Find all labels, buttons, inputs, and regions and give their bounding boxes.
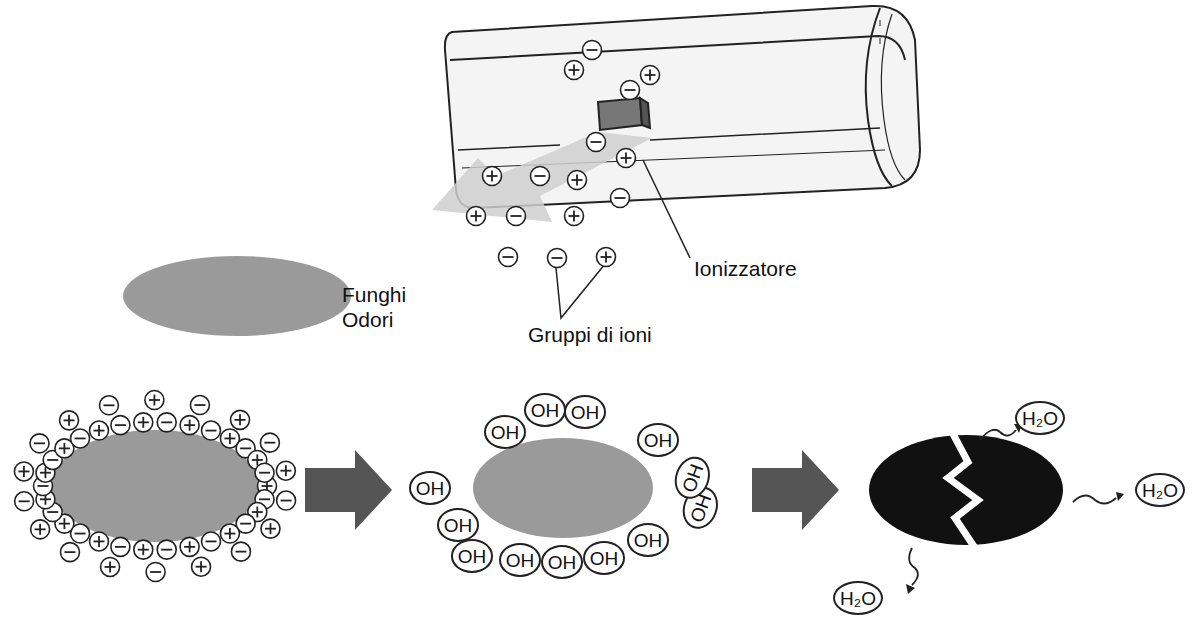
negative-ion <box>621 81 640 100</box>
positive-ion <box>467 207 486 226</box>
ion-stream <box>432 132 652 222</box>
positive-ion <box>101 557 120 576</box>
positive-ion <box>276 461 295 480</box>
water-text: H₂O <box>840 589 876 608</box>
hydroxyl-circle: OH <box>484 415 527 449</box>
negative-ion <box>71 429 90 448</box>
broken-fungus <box>869 432 1063 548</box>
part-label: Ionizzatore <box>694 256 797 281</box>
negative-ion <box>30 434 49 453</box>
negative-ion <box>111 416 130 435</box>
hydroxyl-text: OH <box>590 549 619 568</box>
negative-ion <box>507 207 526 226</box>
hydroxyl-circle: OH <box>451 539 494 573</box>
part-label: Funghi Odori <box>342 282 422 332</box>
negative-ion <box>60 543 79 562</box>
negative-ion <box>157 413 176 432</box>
hydroxyl-circle: OH <box>541 545 584 579</box>
positive-ion <box>192 557 211 576</box>
negative-ion <box>583 41 602 60</box>
hydroxyl-circle: OH <box>637 423 680 457</box>
process-arrow <box>752 450 839 530</box>
hydroxyl-circle: OH <box>437 508 480 542</box>
water-circle: H₂O <box>833 581 883 615</box>
positive-ion <box>483 167 502 186</box>
negative-ion <box>157 540 176 559</box>
positive-ion <box>180 537 199 556</box>
water-circle: H₂O <box>1135 473 1185 507</box>
ionizer <box>598 98 650 130</box>
negative-ion <box>15 492 34 511</box>
release-arrows <box>909 430 1116 585</box>
negative-ion <box>548 249 567 268</box>
negative-ion <box>611 189 630 208</box>
hydroxyl-text: OH <box>571 403 600 422</box>
part-label: Gruppi di ioni <box>528 322 652 347</box>
fungus-ellipse <box>123 256 351 336</box>
positive-ion <box>220 524 239 543</box>
process-arrow <box>305 450 392 530</box>
negative-ion <box>231 542 250 561</box>
positive-ion <box>261 519 280 538</box>
positive-ion <box>568 171 587 190</box>
water-text: H₂O <box>1142 481 1178 500</box>
negative-ion <box>202 421 221 440</box>
positive-ion <box>60 411 79 430</box>
positive-ion <box>231 410 250 429</box>
positive-ion <box>31 520 50 539</box>
hydroxyl-text: OH <box>506 551 535 570</box>
hydroxyl-circle: OH <box>583 541 626 575</box>
negative-ion <box>202 532 221 551</box>
negative-ion <box>146 562 165 581</box>
positive-ion <box>134 413 153 432</box>
positive-ion <box>565 207 584 226</box>
arrow-heads <box>906 424 1124 594</box>
hydroxyl-circle: OH <box>499 543 542 577</box>
positive-ion <box>597 248 616 267</box>
positive-ion <box>14 462 33 481</box>
hydroxyl-circle: OH <box>524 393 567 427</box>
ion-symbols <box>14 41 659 582</box>
negative-ion <box>99 396 118 415</box>
negative-ion <box>111 537 130 556</box>
positive-ion <box>617 149 636 168</box>
negative-ion <box>531 167 550 186</box>
hydroxyl-text: OH <box>634 531 663 550</box>
fungus-ellipse <box>473 438 653 538</box>
negative-ion <box>255 463 274 482</box>
positive-ion <box>641 66 660 85</box>
hydroxyl-circle: OH <box>564 395 607 429</box>
water-circle: H₂O <box>1015 401 1065 435</box>
hydroxyl-text: OH <box>644 431 673 450</box>
positive-ion <box>90 421 109 440</box>
negative-ion <box>190 396 209 415</box>
hydroxyl-text: OH <box>444 516 473 535</box>
negative-ion <box>277 491 296 510</box>
water-text: H₂O <box>1022 409 1058 428</box>
negative-ion <box>499 248 518 267</box>
hydroxyl-text: OH <box>548 553 577 572</box>
hydroxyl-circle: OH <box>627 523 670 557</box>
hydroxyl-text: OH <box>416 479 445 498</box>
positive-ion <box>134 540 153 559</box>
hydroxyl-text: OH <box>491 423 520 442</box>
hydroxyl-circle: OH <box>409 471 452 505</box>
hydroxyl-text: OH <box>678 461 706 494</box>
positive-ion <box>90 532 109 551</box>
negative-ion <box>260 433 279 452</box>
hydroxyl-text: OH <box>531 401 560 420</box>
hydroxyl-text: OH <box>458 547 487 566</box>
positive-ion <box>180 416 199 435</box>
positive-ion <box>565 61 584 80</box>
negative-ion <box>587 133 606 152</box>
positive-ion <box>145 391 164 410</box>
